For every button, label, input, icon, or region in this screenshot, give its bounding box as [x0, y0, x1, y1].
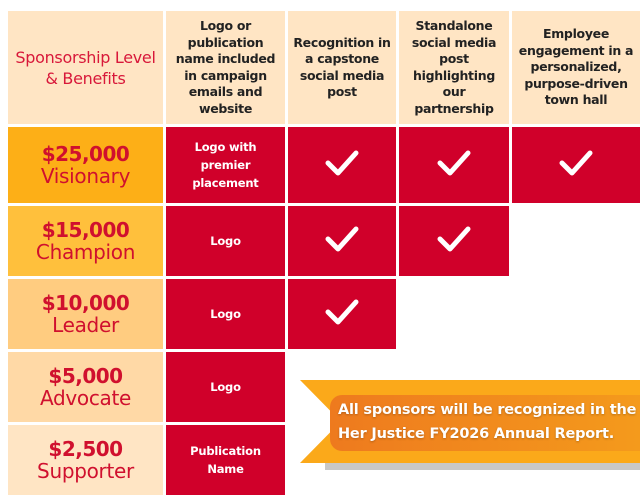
column-header-capstone: Recognition in a capstone social media p… [288, 11, 396, 124]
level-amount: $2,500 [48, 437, 123, 461]
level-amount: $5,000 [48, 364, 123, 388]
corner-header: Sponsorship Level & Benefits [8, 11, 163, 124]
level-amount: $25,000 [41, 142, 130, 166]
checkmark-icon [436, 225, 472, 258]
checkmark-icon [324, 225, 360, 258]
checkmark-icon [558, 149, 594, 182]
benefit-check-cell [399, 206, 509, 276]
level-name: Supporter [37, 459, 134, 483]
banner-highlight [330, 395, 640, 451]
level-name: Champion [35, 240, 136, 264]
logo-benefit-cell: Logo [166, 352, 285, 422]
logo-benefit-cell: Logo [166, 279, 285, 349]
logo-benefit-cell: Logo [166, 206, 285, 276]
benefit-check-cell [288, 206, 396, 276]
level-name: Advocate [39, 386, 132, 410]
level-name: Visionary [40, 164, 131, 188]
checkmark-icon [324, 149, 360, 182]
benefit-check-cell [399, 127, 509, 203]
banner-text: All sponsors will be recognized in the H… [338, 398, 640, 446]
level-amount: $15,000 [41, 218, 130, 242]
checkmark-icon [436, 149, 472, 182]
benefit-check-cell [288, 279, 396, 349]
banner-line-2: Her Justice FY2026 Annual Report. [338, 426, 615, 442]
logo-benefit-cell: Logo with premier placement [166, 127, 285, 203]
level-amount: $10,000 [41, 291, 130, 315]
benefit-check-cell [288, 127, 396, 203]
benefit-check-cell [512, 127, 640, 203]
column-header-town-hall: Employee engagement in a personalized, p… [512, 11, 640, 124]
column-header-logo: Logo or publication name included in cam… [166, 11, 285, 124]
checkmark-icon [324, 298, 360, 331]
banner-line-1: All sponsors will be recognized in the [338, 402, 637, 418]
logo-benefit-cell: Publication Name [166, 425, 285, 495]
column-header-standalone: Standalone social media post highlightin… [399, 11, 509, 124]
level-name: Leader [52, 313, 119, 337]
